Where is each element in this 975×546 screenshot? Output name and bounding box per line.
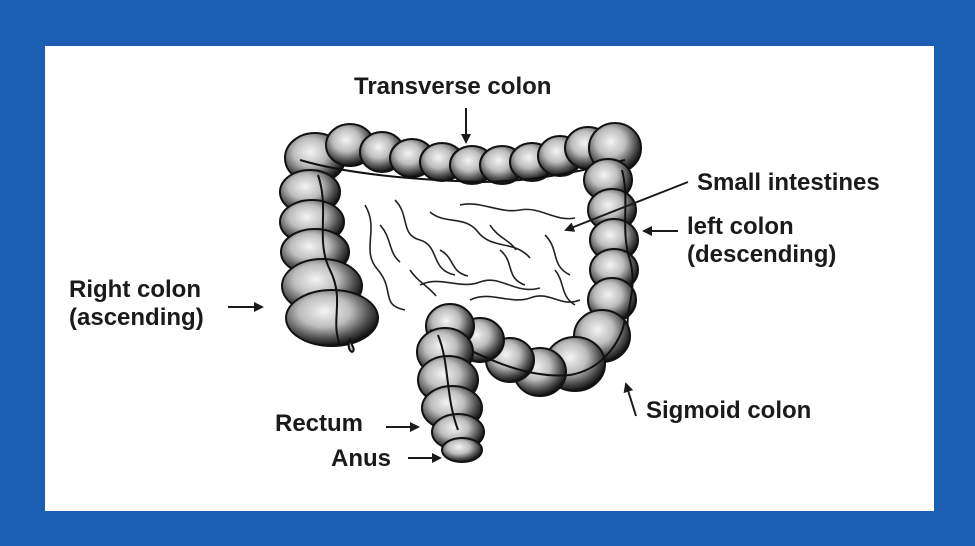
transverse-colon-label: Transverse colon xyxy=(354,73,551,101)
left-colon-label-line2: (descending) xyxy=(687,241,836,269)
descending-colon-drawing xyxy=(584,159,638,330)
sigmoid-colon-arrow xyxy=(626,384,636,416)
small-intestines-drawing xyxy=(365,200,580,310)
left-colon-label: left colon (descending) xyxy=(687,213,836,269)
right-colon-label: Right colon (ascending) xyxy=(69,276,204,332)
right-colon-label-line1: Right colon xyxy=(69,276,204,304)
ascending-colon-drawing xyxy=(280,170,378,352)
sigmoid-colon-label: Sigmoid colon xyxy=(646,397,811,425)
left-colon-label-line1: left colon xyxy=(687,213,836,241)
small-intestines-label: Small intestines xyxy=(697,169,880,197)
anus-label: Anus xyxy=(331,445,391,473)
right-colon-label-line2: (ascending) xyxy=(69,304,204,332)
rectum-label: Rectum xyxy=(275,410,363,438)
